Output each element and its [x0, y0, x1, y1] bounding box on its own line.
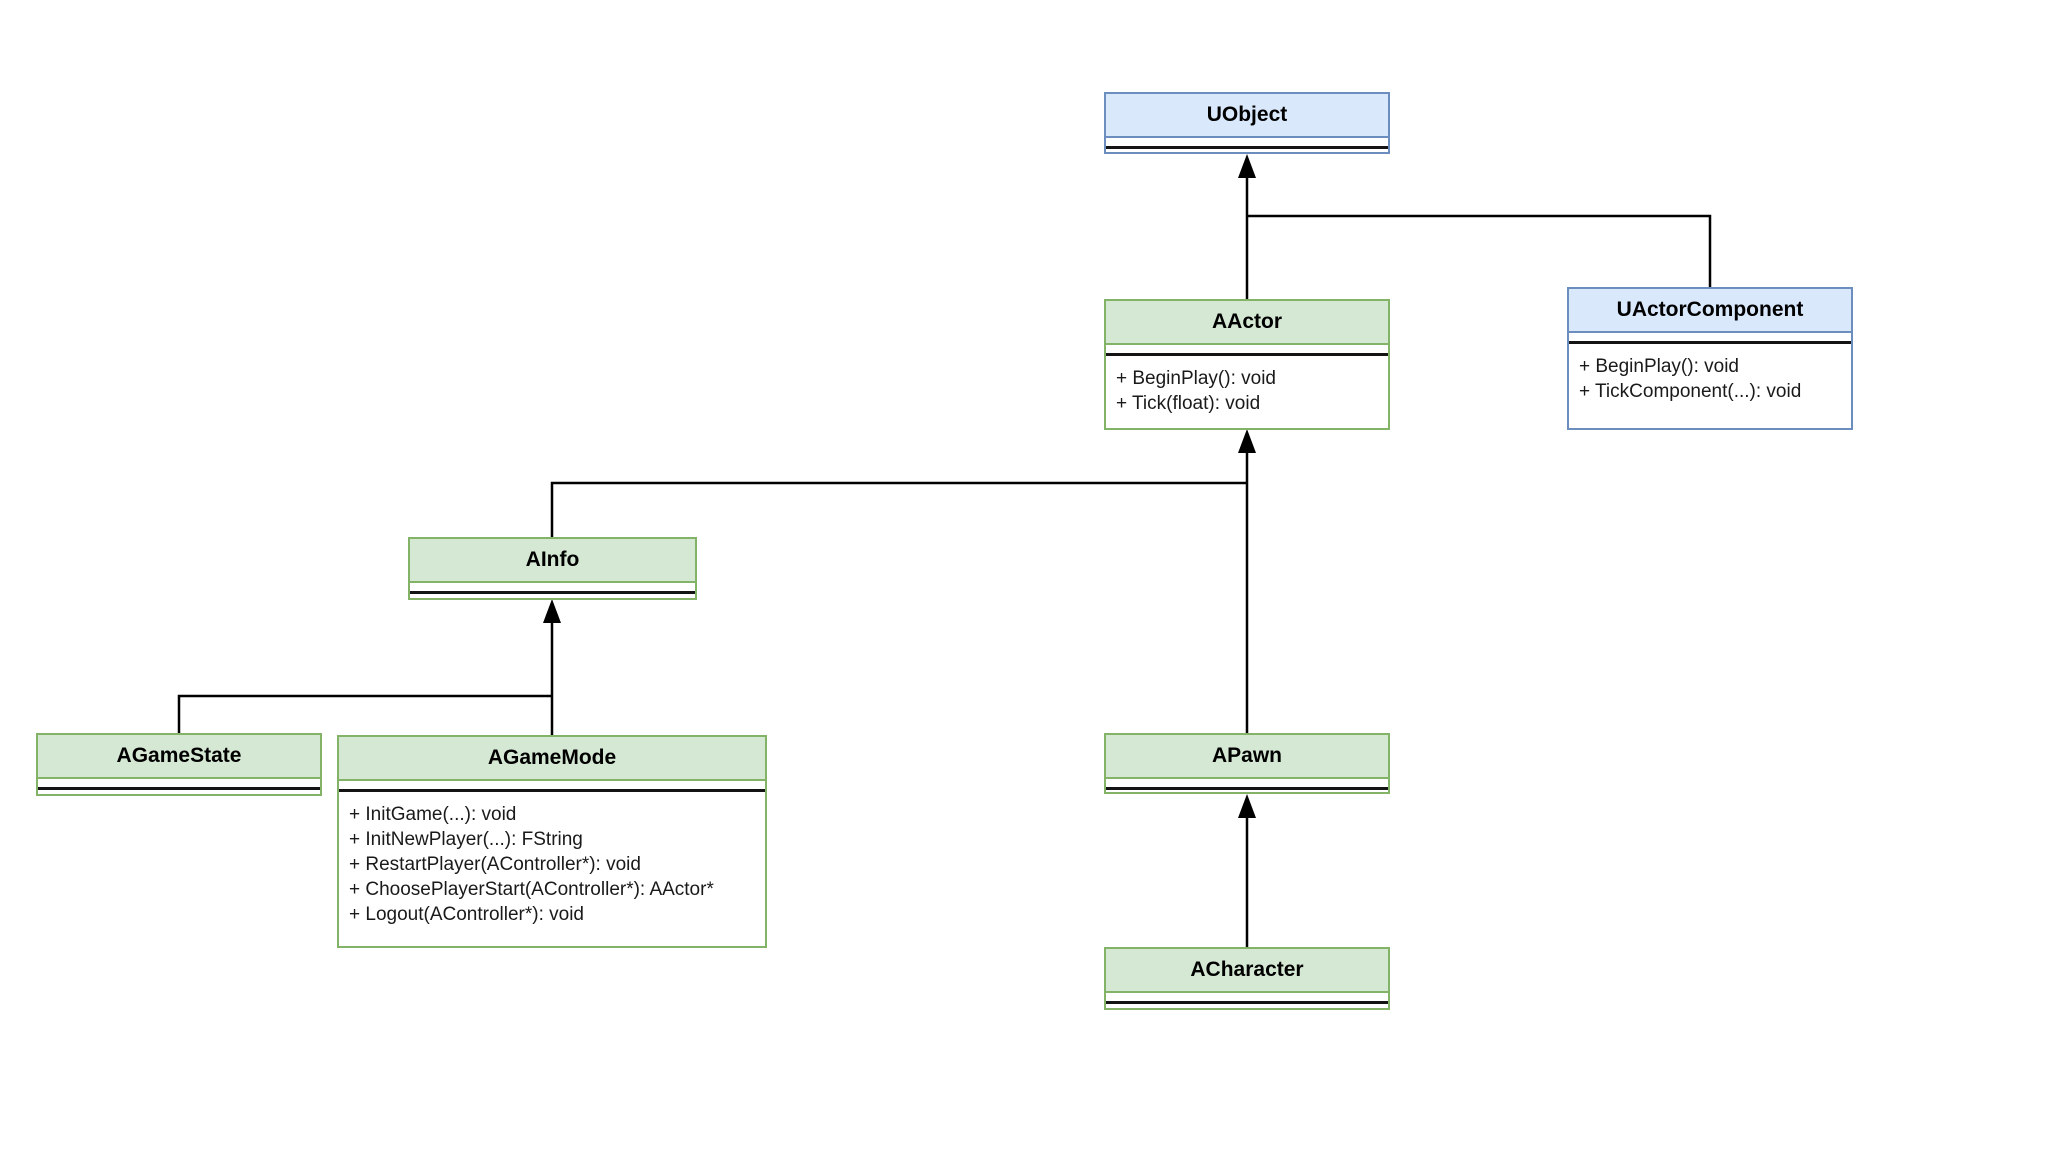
class-uobject-methods-compartment — [1106, 149, 1388, 152]
class-agamestate-attributes-compartment — [38, 779, 320, 790]
arrowhead-aactor-icon — [1238, 429, 1256, 453]
class-aactor-attributes-compartment — [1106, 345, 1388, 356]
class-ainfo[interactable]: AInfo — [408, 537, 697, 600]
class-acharacter-title: ACharacter — [1106, 949, 1388, 993]
class-agamemode[interactable]: AGameMode + InitGame(...): void + InitNe… — [337, 735, 767, 948]
edge-uactorcomponent-to-uobject — [1247, 214, 1712, 287]
class-aactor[interactable]: AActor + BeginPlay(): void + Tick(float)… — [1104, 299, 1390, 430]
method-item: + ChoosePlayerStart(AController*): AActo… — [349, 879, 714, 900]
class-acharacter-methods-compartment — [1106, 1004, 1388, 1008]
arrowhead-ainfo-icon — [543, 599, 561, 623]
class-uobject[interactable]: UObject — [1104, 92, 1390, 154]
arrowhead-uobject-icon — [1238, 154, 1256, 178]
class-aactor-methods-compartment: + BeginPlay(): void + Tick(float): void — [1106, 356, 1388, 428]
class-agamestate[interactable]: AGameState — [36, 733, 322, 796]
method-item: + BeginPlay(): void — [1116, 368, 1276, 389]
method-item: + Tick(float): void — [1116, 393, 1261, 414]
edge-agamestate-to-ainfo — [177, 694, 552, 733]
class-acharacter[interactable]: ACharacter — [1104, 947, 1390, 1010]
edge-ainfo-to-aactor — [550, 481, 1247, 537]
class-uobject-attributes-compartment — [1106, 138, 1388, 149]
class-uactorcomponent-methods-compartment: + BeginPlay(): void + TickComponent(...)… — [1569, 344, 1851, 428]
class-ainfo-attributes-compartment — [410, 583, 695, 594]
method-item: + InitGame(...): void — [349, 804, 517, 825]
class-uobject-title: UObject — [1106, 94, 1388, 138]
class-uactorcomponent-title: UActorComponent — [1569, 289, 1851, 333]
arrowhead-apawn-icon — [1238, 794, 1256, 818]
class-uactorcomponent[interactable]: UActorComponent + BeginPlay(): void + Ti… — [1567, 287, 1853, 430]
method-item: + InitNewPlayer(...): FString — [349, 829, 583, 850]
method-item: + RestartPlayer(AController*): void — [349, 854, 641, 875]
class-agamestate-title: AGameState — [38, 735, 320, 779]
class-agamemode-title: AGameMode — [339, 737, 765, 781]
class-agamemode-attributes-compartment — [339, 781, 765, 792]
class-ainfo-title: AInfo — [410, 539, 695, 583]
class-agamemode-methods-compartment: + InitGame(...): void + InitNewPlayer(..… — [339, 792, 765, 946]
class-apawn-title: APawn — [1106, 735, 1388, 779]
class-agamestate-methods-compartment — [38, 790, 320, 794]
class-apawn[interactable]: APawn — [1104, 733, 1390, 794]
method-item: + Logout(AController*): void — [349, 904, 584, 925]
class-ainfo-methods-compartment — [410, 594, 695, 598]
method-item: + BeginPlay(): void — [1579, 356, 1739, 377]
class-apawn-methods-compartment — [1106, 790, 1388, 792]
class-uactorcomponent-attributes-compartment — [1569, 333, 1851, 344]
class-aactor-title: AActor — [1106, 301, 1388, 345]
class-apawn-attributes-compartment — [1106, 779, 1388, 790]
class-acharacter-attributes-compartment — [1106, 993, 1388, 1004]
method-item: + TickComponent(...): void — [1579, 381, 1802, 402]
